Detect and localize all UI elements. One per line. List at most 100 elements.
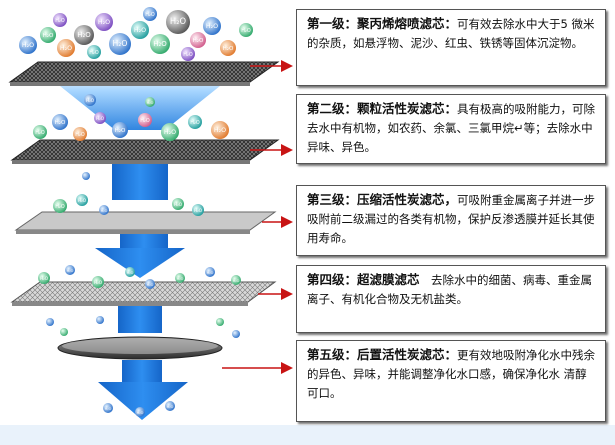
particle-label: H₂O <box>55 204 65 210</box>
particle-label: H₂O <box>98 19 110 26</box>
stage-text: 具有极高的吸附能力，可除去水中有机物，如农药、余氯、三氯甲烷↵等；去除水中异味、… <box>307 102 596 154</box>
particle-label: H₂O <box>167 405 174 409</box>
stage-text: 可吸附重金属离子并进一步吸附前二级漏过的各类有机物，保护反渗透膜并延长其使用寿命… <box>307 193 596 245</box>
stage-title: 第五级：后置活性炭滤芯： <box>307 347 458 362</box>
water-particle <box>232 330 240 338</box>
particle-label: H₂O <box>94 280 103 285</box>
particle-label: H₂O <box>241 28 251 34</box>
particle-label: H₂O <box>140 118 150 124</box>
water-particle <box>109 33 131 55</box>
filter-layer-2 <box>10 139 280 161</box>
water-particle <box>94 112 106 124</box>
particle-label: H₂O <box>190 120 200 126</box>
water-particle <box>95 13 113 31</box>
stage-title: 第四级：超滤膜滤芯 <box>307 272 420 287</box>
water-particle <box>53 199 67 213</box>
water-particle <box>181 47 195 61</box>
filter-layer-3 <box>14 211 277 231</box>
particle-label: H₂O <box>35 130 45 136</box>
water-particle <box>172 198 184 210</box>
particle-label: H₂O <box>67 269 74 273</box>
water-particle <box>33 125 47 139</box>
stage-box-4: 第四级：超滤膜滤芯 去除水中的细菌、病毒、重金属离子、有机化合物及无机盐类。 <box>296 265 606 333</box>
stage-text: 更有效地吸附净化水中残余的异色、异味，并能调整净化水口感，确保净化水 清醇可口。 <box>307 348 596 400</box>
water-particle <box>190 32 206 48</box>
stage-text: 可有效去除水中大于5 微米的杂质，如悬浮物、泥沙、红虫、铁锈等固体沉淀物。 <box>307 17 595 50</box>
particle-label: H₂O <box>55 18 65 24</box>
water-particle <box>145 279 155 289</box>
particle-label: H₂O <box>113 39 128 48</box>
particle-label: H₂O <box>115 128 126 134</box>
water-particle <box>96 316 104 324</box>
water-particle <box>82 172 90 180</box>
water-particle <box>205 267 215 277</box>
water-particle <box>46 318 54 326</box>
particle-label: H₂O <box>101 209 108 213</box>
particle-label: H₂O <box>183 52 193 58</box>
water-particle <box>161 123 179 141</box>
water-particle <box>76 194 88 206</box>
water-particle <box>188 115 202 129</box>
water-particle <box>73 127 87 141</box>
water-particle <box>239 23 253 37</box>
water-particle <box>143 7 157 21</box>
stage-box-2: 第二级：颗粒活性炭滤芯：具有极高的吸附能力，可除去水中有机物，如农药、余氯、三氯… <box>296 94 606 164</box>
water-particle <box>165 401 175 411</box>
water-particle <box>87 45 101 59</box>
particle-label: H₂O <box>207 271 214 275</box>
particle-label: H₂O <box>78 198 87 203</box>
stage-title: 第三级：压缩活性炭滤芯， <box>307 192 458 207</box>
particle-label: H₂O <box>147 283 154 287</box>
water-particle <box>57 39 75 57</box>
particle-label: H₂O <box>233 279 240 283</box>
particle-label: H₂O <box>193 38 204 44</box>
water-particle <box>216 318 224 326</box>
water-particle <box>60 328 68 336</box>
filter-layer-1 <box>8 61 280 83</box>
particle-label: H₂O <box>194 208 203 213</box>
particle-label: H₂O <box>105 407 112 411</box>
water-particle <box>131 21 149 39</box>
stage-text: 去除水中的细菌、病毒、重金属离子、有机化合物及无机盐类。 <box>307 273 593 306</box>
particle-label: H₂O <box>127 271 134 275</box>
particle-label: H₂O <box>177 277 184 281</box>
water-particle <box>135 407 145 417</box>
particle-label: H₂O <box>223 46 234 52</box>
particle-label: H₂O <box>96 116 105 121</box>
particle-label: H₂O <box>40 276 49 281</box>
particle-label: H₂O <box>22 42 34 49</box>
filter-layer-4 <box>10 281 277 303</box>
water-particle <box>166 10 190 34</box>
flow-arrow-shaft-3 <box>118 305 162 333</box>
bottom-band <box>0 425 615 445</box>
water-particle <box>38 272 50 284</box>
water-particle <box>203 17 221 35</box>
particle-label: H₂O <box>77 31 91 39</box>
particle-label: H₂O <box>134 27 146 34</box>
particle-label: H₂O <box>86 98 95 103</box>
particle-label: H₂O <box>89 50 99 56</box>
particle-label: H₂O <box>174 202 183 207</box>
particle-label: H₂O <box>147 101 154 105</box>
water-particle <box>145 97 155 107</box>
stage-box-1: 第一级：聚丙烯熔喷滤芯：可有效去除水中大于5 微米的杂质，如悬浮物、泥沙、红虫、… <box>296 9 606 86</box>
water-particle <box>84 94 96 106</box>
water-particle <box>231 275 241 285</box>
water-particle <box>192 204 204 216</box>
particle-label: H₂O <box>60 45 72 52</box>
particle-label: H₂O <box>145 12 155 18</box>
water-particle <box>175 273 185 283</box>
flow-arrow-head-1 <box>95 248 185 278</box>
water-particle <box>74 25 94 45</box>
particle-label: H₂O <box>55 120 66 126</box>
stage-box-5: 第五级：后置活性炭滤芯：更有效地吸附净化水中残余的异色、异味，并能调整净化水口感… <box>296 340 606 422</box>
water-particle <box>53 13 67 27</box>
water-particle <box>19 36 37 54</box>
water-particle <box>103 403 113 413</box>
particle-label: H₂O <box>75 132 85 138</box>
stage-title: 第一级：聚丙烯熔喷滤芯： <box>307 16 458 31</box>
water-particle <box>150 34 170 54</box>
water-particle <box>99 205 109 215</box>
particle-label: H₂O <box>137 411 144 415</box>
